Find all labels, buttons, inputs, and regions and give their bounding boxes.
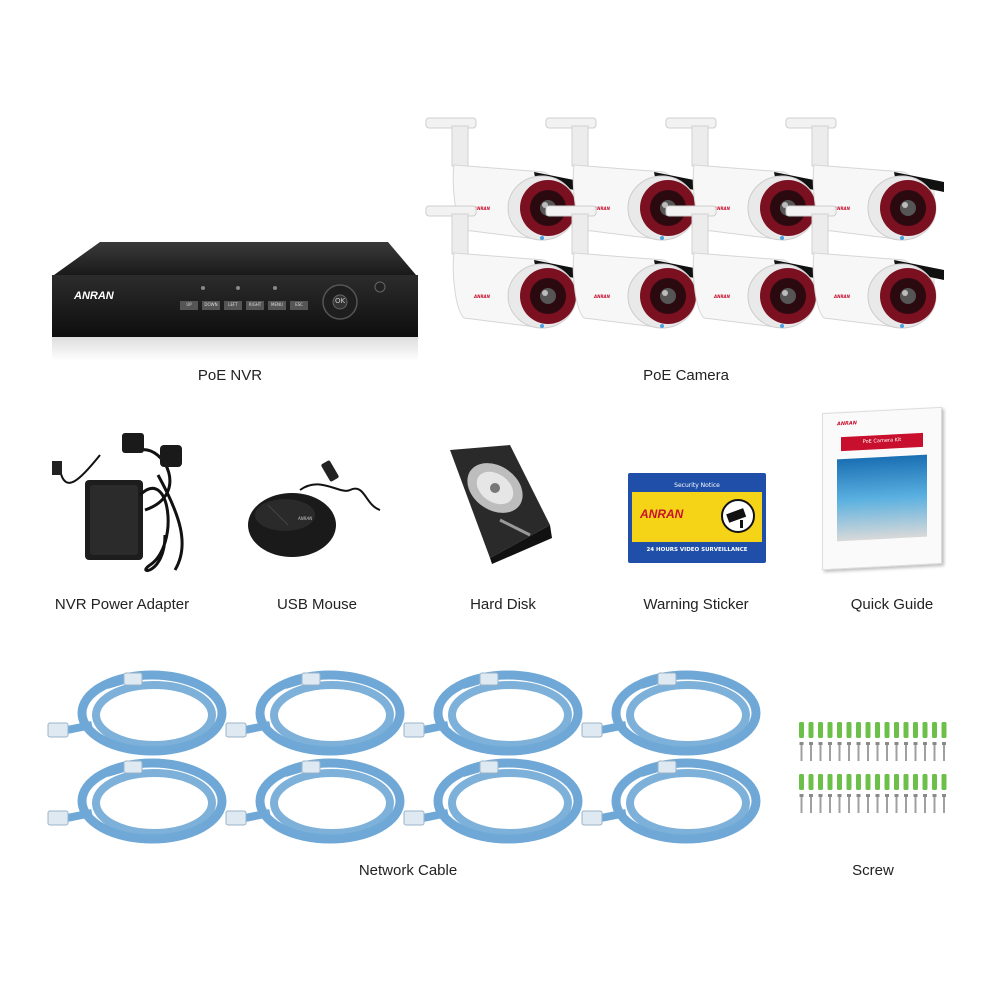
network-cable-coil (403, 670, 583, 756)
bullet-camera (665, 205, 824, 329)
network-cable-coil (47, 670, 227, 756)
nvr-front-panel-buttons (180, 301, 308, 310)
camera-brand-logo: ANRAN (474, 294, 490, 299)
bullet-camera (785, 205, 944, 329)
network-cable-coil (225, 758, 405, 844)
hard-disk (450, 445, 552, 564)
camera-icon (721, 499, 755, 533)
caption-usb-mouse: USB Mouse (276, 596, 358, 613)
camera-brand-logo: ANRAN (714, 294, 730, 299)
camera-brand-logo: ANRAN (714, 206, 730, 211)
usb-mouse (248, 460, 381, 557)
screw-set (799, 722, 947, 813)
camera-brand-logo: ANRAN (474, 206, 490, 211)
guide-brand-logo: ANRAN (837, 420, 857, 428)
bullet-camera (425, 205, 584, 329)
bullet-camera (785, 117, 944, 241)
nvr-button-labels: UP DOWN LEFT RIGHT MENU ESC (178, 302, 310, 307)
nvr-button-label: DOWN (204, 302, 218, 307)
network-cable-coil (581, 758, 761, 844)
camera-brand-logo: ANRAN (834, 294, 850, 299)
sticker-footer: 24 HOURS VIDEO SURVEILLANCE (646, 547, 748, 553)
sticker-brand: ANRAN (640, 507, 684, 521)
nvr-ok-label: OK (334, 297, 346, 305)
power-adapter (52, 433, 184, 572)
nvr-button-label: LEFT (228, 302, 238, 307)
caption-nvr-power-adapter: NVR Power Adapter (54, 596, 190, 613)
guide-title-banner: PoE Camera Kit (841, 432, 923, 452)
nvr-device (52, 242, 418, 361)
quick-guide-booklet: ANRAN PoE Camera Kit (822, 406, 942, 571)
caption-warning-sticker: Warning Sticker (643, 596, 749, 613)
caption-screw: Screw (852, 862, 894, 879)
camera-brand-logo: ANRAN (834, 206, 850, 211)
caption-poe-camera: PoE Camera (643, 367, 729, 384)
network-cable-coil (403, 758, 583, 844)
camera-brand-logo: ANRAN (594, 294, 610, 299)
warning-sticker: Security Notice ANRAN 24 HOURS VIDEO SUR… (628, 473, 766, 563)
sticker-header: Security Notice (674, 482, 720, 489)
nvr-button-label: MENU (271, 302, 283, 307)
bullet-camera (545, 117, 704, 241)
network-cable-coil (581, 670, 761, 756)
nvr-button-label: UP (186, 302, 192, 307)
bullet-camera (545, 205, 704, 329)
sticker-yellow-panel: ANRAN (632, 492, 762, 542)
network-cable-coil (225, 670, 405, 756)
nvr-button-label: RIGHT (248, 302, 262, 307)
camera-brand-logo: ANRAN (594, 206, 610, 211)
mouse-brand-logo: ANRAN (298, 516, 313, 521)
network-cable-coil (47, 758, 227, 844)
caption-poe-nvr: PoE NVR (197, 367, 263, 384)
nvr-button-label: ESC (295, 302, 303, 307)
nvr-brand-logo: ANRAN (74, 290, 114, 302)
caption-hard-disk: Hard Disk (470, 596, 536, 613)
caption-network-cable: Network Cable (358, 862, 458, 879)
caption-quick-guide: Quick Guide (850, 596, 934, 613)
guide-title: PoE Camera Kit (862, 436, 902, 446)
guide-cover-photo (837, 454, 927, 542)
